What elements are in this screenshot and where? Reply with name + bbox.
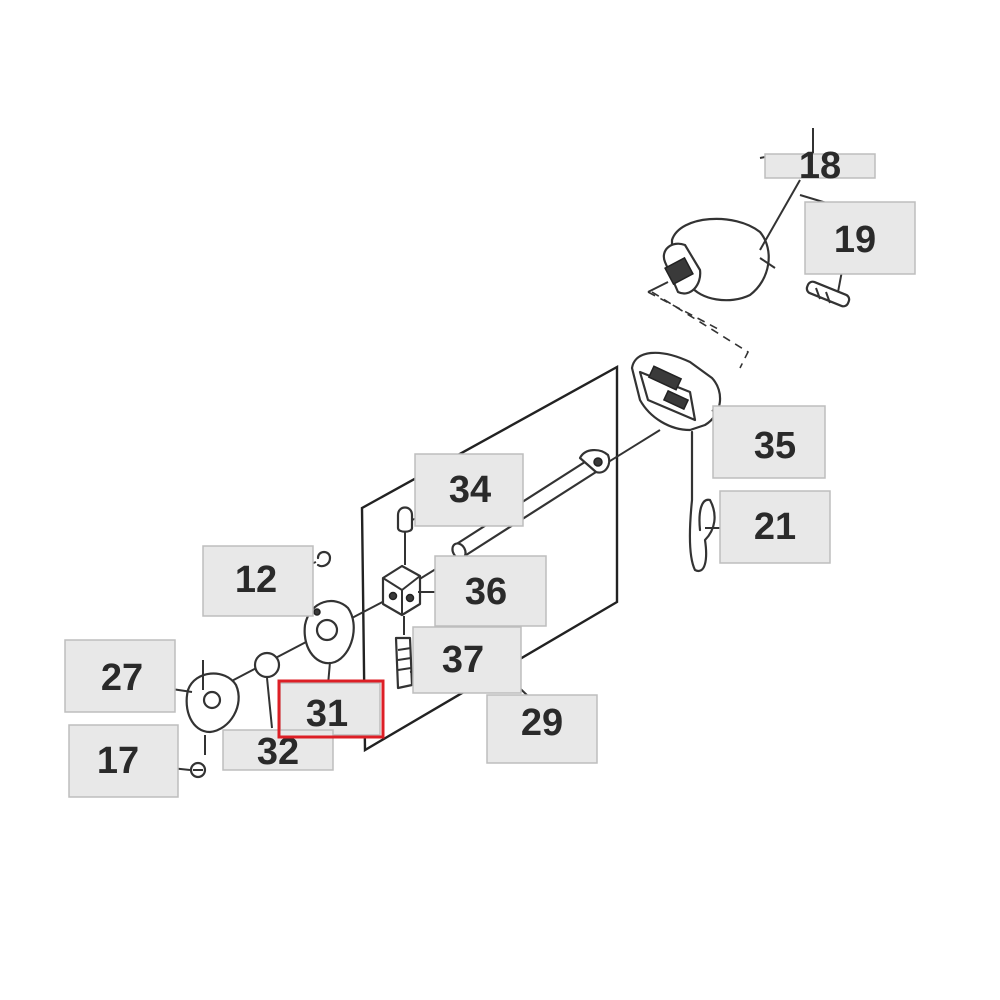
ball-part bbox=[253, 651, 281, 679]
callout-35: 35 bbox=[712, 405, 826, 479]
svg-text:35: 35 bbox=[754, 425, 796, 467]
callout-37: 37 bbox=[412, 626, 522, 694]
svg-text:29: 29 bbox=[521, 702, 563, 744]
housing-part bbox=[630, 351, 722, 432]
dashed-guide-line-1 bbox=[651, 291, 750, 369]
leader-18 bbox=[759, 179, 801, 251]
svg-text:31: 31 bbox=[306, 693, 348, 735]
part-19-pin bbox=[805, 280, 851, 308]
assembly-axis-line bbox=[204, 597, 391, 696]
handle-clamp-part bbox=[647, 217, 776, 302]
part-34-cap bbox=[396, 506, 414, 533]
block-part bbox=[381, 564, 422, 617]
highlight-box-31 bbox=[277, 679, 385, 739]
rod-part bbox=[451, 449, 611, 560]
callout-36: 36 bbox=[434, 555, 547, 627]
callout-27: 27 bbox=[64, 639, 176, 713]
screw-part bbox=[189, 761, 207, 779]
callout-17: 17 bbox=[68, 724, 179, 798]
svg-text:17: 17 bbox=[97, 740, 139, 782]
svg-text:12: 12 bbox=[235, 559, 277, 601]
svg-text:27: 27 bbox=[101, 657, 143, 699]
callout-31: 31 bbox=[279, 682, 381, 736]
svg-text:21: 21 bbox=[754, 506, 796, 548]
callout-12: 12 bbox=[202, 545, 314, 617]
svg-text:18: 18 bbox=[799, 145, 841, 187]
callout-21: 21 bbox=[719, 490, 831, 564]
clip-part bbox=[316, 550, 332, 568]
callout-34: 34 bbox=[414, 453, 524, 527]
assembly-frame bbox=[360, 364, 619, 753]
plate-upper-part bbox=[303, 599, 355, 686]
svg-text:37: 37 bbox=[442, 639, 484, 681]
callout-29: 29 bbox=[486, 694, 598, 764]
plate-lower-part bbox=[185, 660, 240, 755]
callout-19: 19 bbox=[804, 201, 916, 275]
svg-text:34: 34 bbox=[449, 469, 491, 511]
bolt-part bbox=[394, 616, 414, 690]
callout-18: 18 bbox=[764, 145, 876, 187]
svg-text:36: 36 bbox=[465, 571, 507, 613]
cable-spring-part bbox=[688, 430, 716, 573]
svg-text:19: 19 bbox=[834, 219, 876, 261]
ball-stem bbox=[266, 677, 273, 729]
